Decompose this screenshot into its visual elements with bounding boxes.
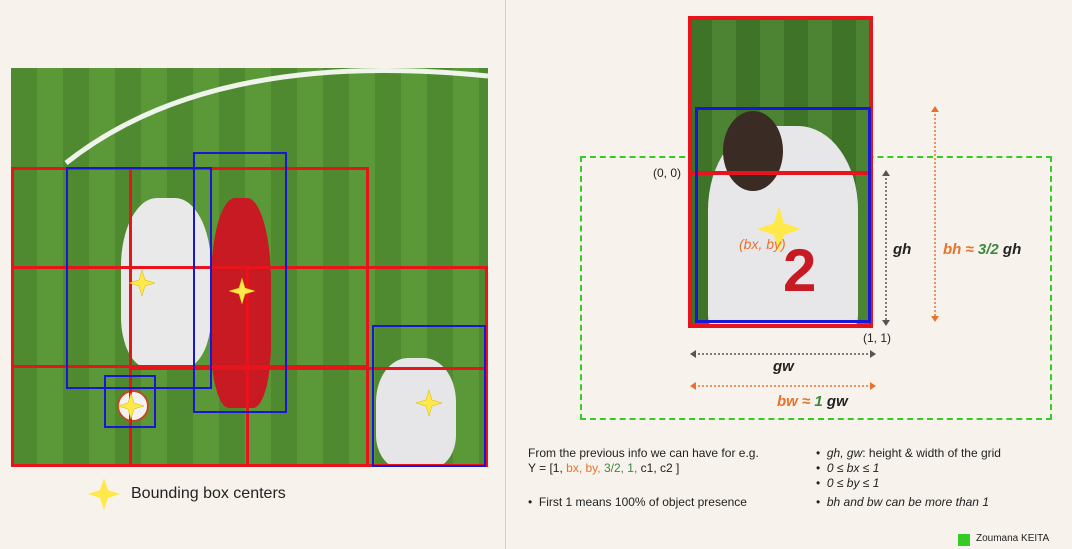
y-rest: c1, c2 ]: [637, 461, 680, 475]
panel-divider: [505, 0, 506, 549]
object-box: [695, 107, 871, 323]
pitch-lines: [64, 68, 488, 165]
object-box: [193, 152, 287, 413]
bh-prefix: bh ≈: [943, 241, 978, 258]
bh-label: bh ≈ 3/2 gh: [943, 241, 1021, 258]
author-logo-icon: [958, 534, 970, 546]
notes-right-b4: • bh and bw can be more than 1: [816, 495, 989, 509]
bxby-label: (bx, by): [739, 236, 786, 252]
object-box: [66, 167, 212, 389]
center-star-icon: [757, 206, 801, 252]
notes-right-b1: • gh, gw: height & width of the grid: [816, 446, 1001, 460]
player-back: [376, 358, 456, 467]
notes-line1: From the previous info we can have for e…: [528, 446, 759, 460]
corner-label: (1, 1): [863, 331, 892, 345]
bw-label: bw ≈ 1 gw: [777, 393, 848, 410]
star-icon: [88, 478, 120, 510]
author-name: Zoumana KEITA: [976, 533, 1050, 544]
y-vector: Y = [1, bx, by, 3/2, 1, c1, c2 ]: [528, 461, 679, 475]
notes-bullet-text: First 1 means 100% of object presence: [538, 495, 747, 509]
object-box: [104, 375, 156, 428]
bw-arrow: [690, 382, 876, 390]
b2-text: 0 ≤ bx ≤ 1: [826, 461, 880, 475]
bw-value: 1: [814, 393, 823, 410]
legend-label: Bounding box centers: [131, 485, 286, 502]
b1-italic: gh, gw: [826, 446, 863, 460]
b4-text: bh and bw can be more than 1: [826, 495, 989, 509]
notes-right-b2: • 0 ≤ bx ≤ 1: [816, 461, 880, 475]
bw-prefix: bw ≈: [777, 393, 815, 410]
gh-arrow: [882, 170, 890, 326]
gh-label: gh: [893, 241, 912, 258]
y-bx: bx,: [566, 461, 583, 475]
grid-cell-box: [688, 171, 873, 328]
bh-value: 3/2: [977, 241, 999, 258]
bh-arrow: [931, 106, 939, 322]
y-prefix: Y = [1,: [528, 461, 567, 475]
object-box: [372, 325, 486, 467]
b1-rest: : height & width of the grid: [862, 446, 1001, 460]
notes-right-b3: • 0 ≤ by ≤ 1: [816, 476, 880, 490]
b3-text: 0 ≤ by ≤ 1: [826, 476, 880, 490]
y-1: 1,: [623, 461, 638, 475]
y-by: by,: [582, 461, 601, 475]
origin-label: (0, 0): [653, 166, 682, 180]
center-stars: [117, 269, 443, 420]
bh-suffix: gh: [998, 241, 1022, 258]
gw-label: gw: [773, 358, 794, 375]
gw-arrow: [690, 350, 876, 358]
y-32: 3/2,: [600, 461, 624, 475]
player-red: [211, 198, 271, 408]
bw-suffix: gw: [822, 393, 848, 410]
notes-bullet: • First 1 means 100% of object presence: [528, 495, 747, 509]
